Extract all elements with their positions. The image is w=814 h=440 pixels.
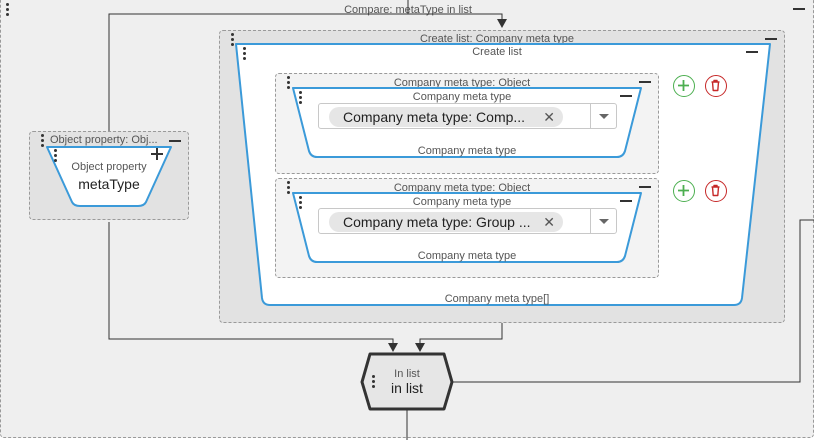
create-list-footer: Company meta type[] (444, 293, 550, 305)
meta-type-chip-label: Company meta type: Group ... (343, 214, 531, 230)
object-property-node-shape[interactable] (44, 144, 174, 208)
trash-icon (711, 184, 720, 197)
delete-item-button[interactable] (705, 75, 727, 97)
meta-type-select[interactable]: Company meta type: Group ... ✕ (318, 208, 617, 234)
close-icon[interactable]: ✕ (543, 214, 555, 230)
meta-type-footer: Company meta type (417, 250, 517, 262)
in-list-value: in list (391, 380, 423, 396)
list-item-drag-handle[interactable] (287, 181, 291, 194)
meta-type-collapse-button[interactable] (620, 200, 632, 202)
meta-type-label: Company meta type (412, 196, 512, 208)
list-item-collapse-button[interactable] (639, 81, 651, 83)
in-list-node-shape[interactable] (360, 352, 454, 412)
create-list-block-collapse-button[interactable] (765, 38, 777, 40)
object-property-drag-handle[interactable] (41, 134, 45, 147)
compare-drag-handle[interactable] (6, 3, 10, 16)
meta-type-collapse-button[interactable] (620, 95, 632, 97)
meta-type-chip: Company meta type: Group ... ✕ (329, 212, 563, 232)
add-item-button[interactable] (673, 75, 695, 97)
meta-type-chip: Company meta type: Comp... ✕ (329, 107, 563, 127)
trash-icon (711, 79, 720, 92)
meta-type-label: Company meta type (412, 91, 512, 103)
chevron-down-icon[interactable] (590, 104, 616, 128)
object-property-value: metaType (78, 176, 140, 192)
in-list-label: In list (394, 368, 420, 380)
in-list-drag-handle[interactable] (372, 375, 376, 388)
object-property-collapse-button[interactable] (169, 140, 181, 142)
list-item-collapse-button[interactable] (639, 186, 651, 188)
create-list-label: Create list (472, 46, 522, 58)
compare-title: Compare: metaType in list (344, 4, 472, 16)
meta-type-footer: Company meta type (417, 145, 517, 157)
meta-type-chip-label: Company meta type: Comp... (343, 109, 526, 125)
chevron-down-icon[interactable] (590, 209, 616, 233)
add-item-button[interactable] (673, 180, 695, 202)
delete-item-button[interactable] (705, 180, 727, 202)
create-list-collapse-button[interactable] (746, 51, 758, 53)
compare-collapse-button[interactable] (793, 8, 805, 10)
object-property-label: Object property (71, 161, 147, 173)
meta-type-select[interactable]: Company meta type: Comp... ✕ (318, 103, 617, 129)
plus-icon[interactable] (150, 147, 164, 161)
meta-type-node-drag-handle[interactable] (299, 196, 303, 209)
object-property-node-drag-handle[interactable] (54, 149, 58, 162)
close-icon[interactable]: ✕ (543, 109, 555, 125)
